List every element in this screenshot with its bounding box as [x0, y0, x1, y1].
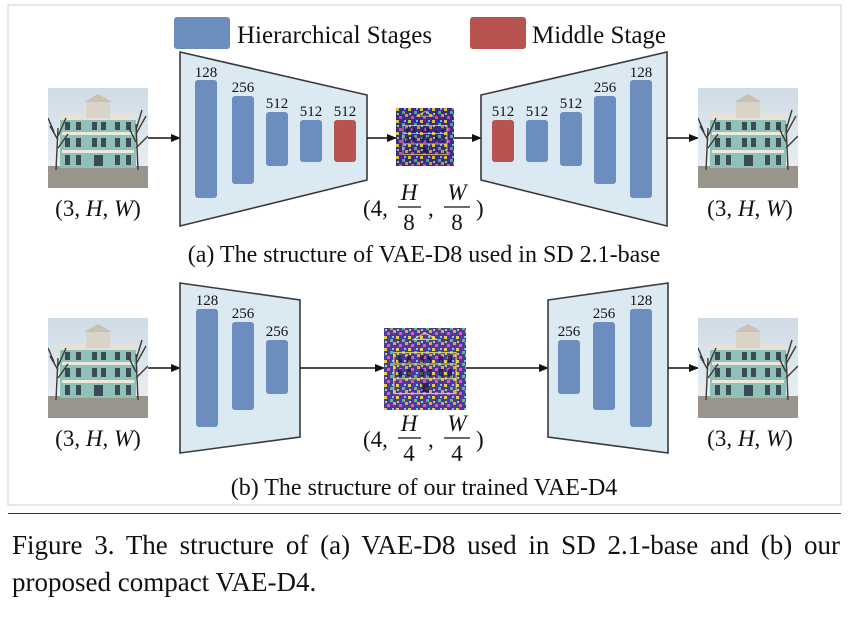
decoder-channel-a-5: 128 [630, 65, 653, 81]
decoder-channel-b-1: 256 [558, 324, 581, 340]
svg-text:(4,: (4, [363, 427, 388, 452]
legend-swatch-middle [470, 17, 526, 49]
svg-text:,: , [428, 196, 434, 221]
decoder-block-b-3 [630, 309, 652, 427]
legend-swatch-hierarchical [174, 17, 230, 49]
caption-divider [8, 513, 841, 514]
encoder-block-a-2 [232, 96, 254, 184]
legend-label-hierarchical: Hierarchical Stages [237, 22, 432, 49]
encoder-channel-a-5: 512 [334, 104, 357, 120]
decoder-block-a-2 [526, 120, 548, 162]
svg-text:W: W [447, 180, 468, 205]
middle-stage-block-a-dec [492, 120, 514, 162]
input-image-a [48, 88, 148, 188]
output-shape-a: (3, H, W) [707, 196, 793, 221]
input-shape-a: (3, H, W) [55, 196, 141, 221]
middle-stage-block-a-enc [334, 120, 356, 162]
encoder-block-b-1 [196, 309, 218, 427]
decoder-channel-b-2: 256 [593, 306, 616, 322]
encoder-block-a-4 [300, 120, 322, 162]
svg-text:8: 8 [403, 210, 415, 235]
figure-frame [7, 4, 842, 506]
decoder-block-a-3 [560, 112, 582, 166]
decoder-block-b-2 [593, 322, 615, 410]
output-image-b [698, 318, 798, 418]
svg-text:8: 8 [451, 210, 463, 235]
decoder-channel-a-2: 512 [526, 104, 549, 120]
encoder-block-a-1 [195, 80, 217, 198]
legend-label-middle: Middle Stage [532, 22, 666, 49]
svg-text:): ) [476, 196, 484, 221]
caption-b: (b) The structure of our trained VAE-D4 [231, 475, 618, 501]
output-image-a [698, 88, 798, 188]
decoder-channel-a-4: 256 [594, 80, 617, 96]
svg-text:H: H [400, 180, 419, 205]
encoder-channel-b-2: 256 [232, 306, 255, 322]
svg-text:4: 4 [451, 441, 463, 466]
encoder-channel-a-1: 128 [195, 65, 218, 81]
encoder-channel-b-3: 256 [266, 324, 289, 340]
decoder-block-a-5 [630, 80, 652, 198]
encoder-channel-a-2: 256 [232, 80, 255, 96]
svg-text:): ) [476, 427, 484, 452]
decoder-channel-b-3: 128 [630, 293, 653, 309]
svg-text:W: W [447, 411, 468, 436]
decoder-channel-a-1: 512 [492, 104, 515, 120]
figure-caption: Figure 3. The structure of (a) VAE-D8 us… [12, 530, 840, 597]
latent-image-a [396, 108, 454, 166]
output-shape-b: (3, H, W) [707, 426, 793, 451]
decoder-block-a-4 [594, 96, 616, 184]
encoder-channel-b-1: 128 [196, 293, 219, 309]
legend: Hierarchical Stages Middle Stage [174, 17, 666, 49]
vae-d4-diagram: 128 256 256 256 256 128 (3, H, W) (3, H,… [48, 282, 798, 501]
vae-d8-diagram: 128 256 512 512 512 512 512 512 256 128 … [48, 50, 798, 268]
architecture-diagram: Hierarchical Stages Middle Stage 128 256… [7, 4, 842, 506]
encoder-block-b-3 [266, 340, 288, 394]
svg-text:(4,: (4, [363, 196, 388, 221]
svg-text:,: , [428, 427, 434, 452]
encoder-channel-a-3: 512 [266, 96, 289, 112]
svg-text:4: 4 [403, 441, 415, 466]
input-shape-b: (3, H, W) [55, 426, 141, 451]
caption-a: (a) The structure of VAE-D8 used in SD 2… [188, 242, 661, 268]
latent-image-b [384, 328, 466, 410]
encoder-block-b-2 [232, 322, 254, 410]
decoder-block-b-1 [558, 340, 580, 394]
decoder-channel-a-3: 512 [560, 96, 583, 112]
svg-text:H: H [400, 411, 419, 436]
latent-shape-a: (4, H 8 , W 8 ) [363, 180, 484, 235]
encoder-channel-a-4: 512 [300, 104, 323, 120]
latent-shape-b: (4, H 4 , W 4 ) [363, 411, 484, 466]
input-image-b [48, 318, 148, 418]
encoder-block-a-3 [266, 112, 288, 166]
